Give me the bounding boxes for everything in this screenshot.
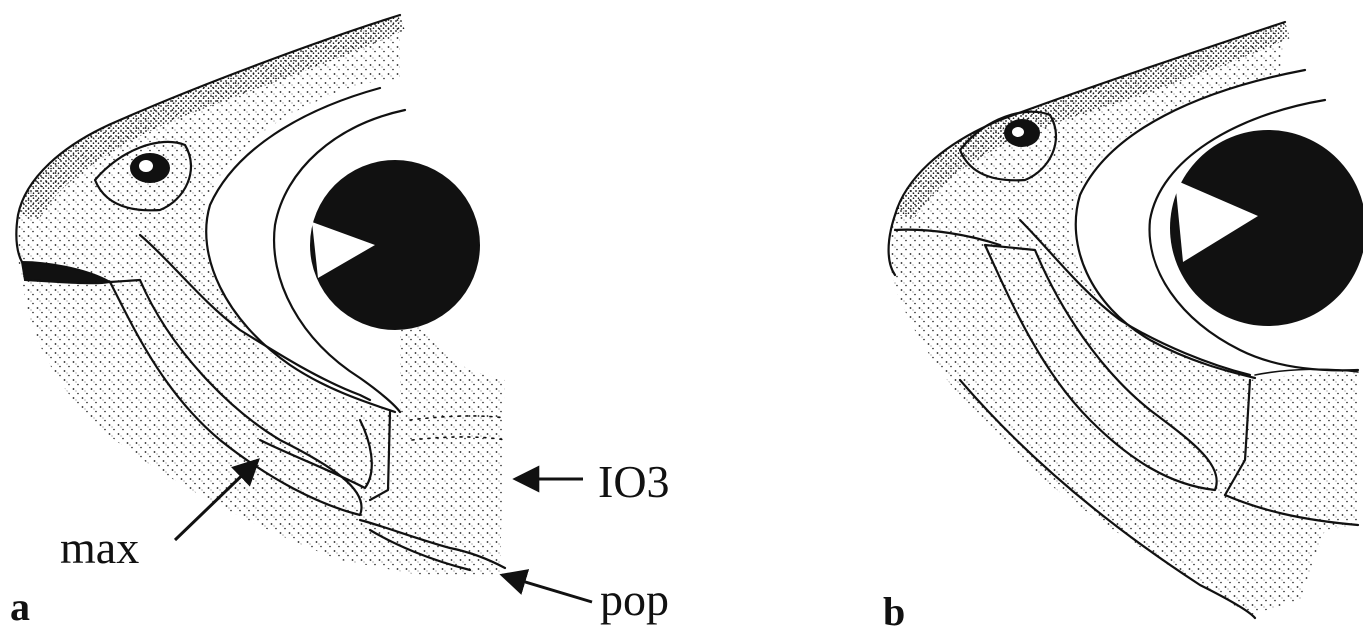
arrow-pop bbox=[502, 575, 592, 602]
label-io3: IO3 bbox=[598, 456, 670, 507]
label-max: max bbox=[60, 522, 139, 573]
panel-b bbox=[889, 22, 1363, 618]
label-pop: pop bbox=[600, 574, 669, 625]
eye-b bbox=[1170, 130, 1363, 326]
annotation-pop: pop bbox=[502, 574, 669, 625]
eye-a bbox=[310, 160, 480, 330]
annotation-io3: IO3 bbox=[515, 456, 670, 507]
panel-b-label: b bbox=[883, 589, 905, 634]
panel-a bbox=[16, 15, 505, 575]
panel-a-label: a bbox=[10, 584, 30, 629]
